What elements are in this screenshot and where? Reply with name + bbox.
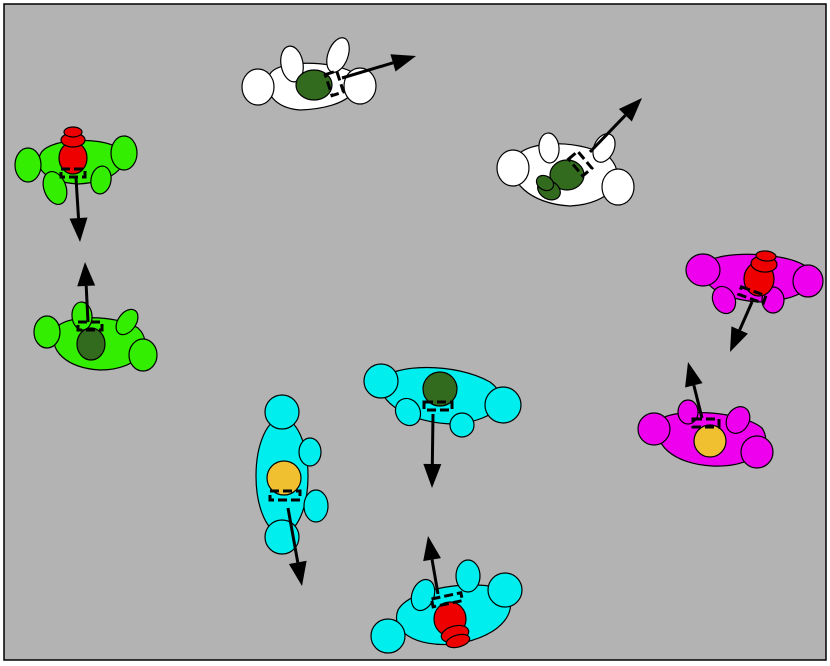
figure-green-2	[33, 262, 158, 372]
arrow-head	[77, 262, 96, 287]
arrow-head	[685, 362, 703, 388]
arrow-shaft	[74, 177, 81, 219]
figure-green-1	[14, 126, 138, 242]
arrow-shaft	[588, 114, 627, 154]
glasses-icon	[736, 284, 768, 306]
arrow-icon	[685, 362, 704, 419]
figure-cyan-3	[370, 536, 523, 654]
arrow-head	[423, 536, 441, 562]
figure-magenta-1	[685, 250, 824, 352]
arrow-shaft	[692, 384, 704, 419]
glasses-icon	[323, 69, 346, 98]
glasses-icon	[566, 149, 595, 179]
arrow-icon	[77, 262, 96, 323]
glasses-icon	[422, 400, 454, 412]
arrow-shaft	[286, 507, 300, 563]
figure-magenta-2	[637, 362, 774, 469]
glasses-icon	[268, 489, 302, 502]
arrow-head	[288, 560, 307, 586]
arrow-icon	[423, 413, 442, 488]
arrow-shaft	[84, 285, 90, 323]
arrow-shaft	[341, 61, 394, 80]
arrow-head	[390, 54, 416, 72]
arrow-icon	[341, 54, 416, 80]
figure-white-1	[241, 37, 416, 111]
glasses-icon	[76, 320, 104, 332]
glasses-icon	[691, 417, 721, 429]
arrow-icon	[730, 301, 754, 352]
figure-cyan-2	[255, 394, 329, 586]
figure-cyan-1	[363, 363, 522, 488]
glasses-icon	[59, 167, 87, 179]
arrow-head	[618, 98, 642, 122]
arrow-shaft	[430, 413, 435, 465]
arrow-icon	[69, 177, 88, 242]
arrow-head	[423, 463, 442, 488]
figure-white-2	[496, 98, 642, 207]
arrow-head	[730, 326, 748, 352]
arrow-shaft	[430, 559, 440, 595]
glasses-icon	[429, 590, 465, 609]
arrow-head	[69, 217, 88, 242]
arrow-icon	[423, 536, 441, 595]
arrow-icon	[286, 507, 307, 586]
arrow-icon	[588, 98, 642, 154]
arrow-shaft	[738, 301, 754, 331]
